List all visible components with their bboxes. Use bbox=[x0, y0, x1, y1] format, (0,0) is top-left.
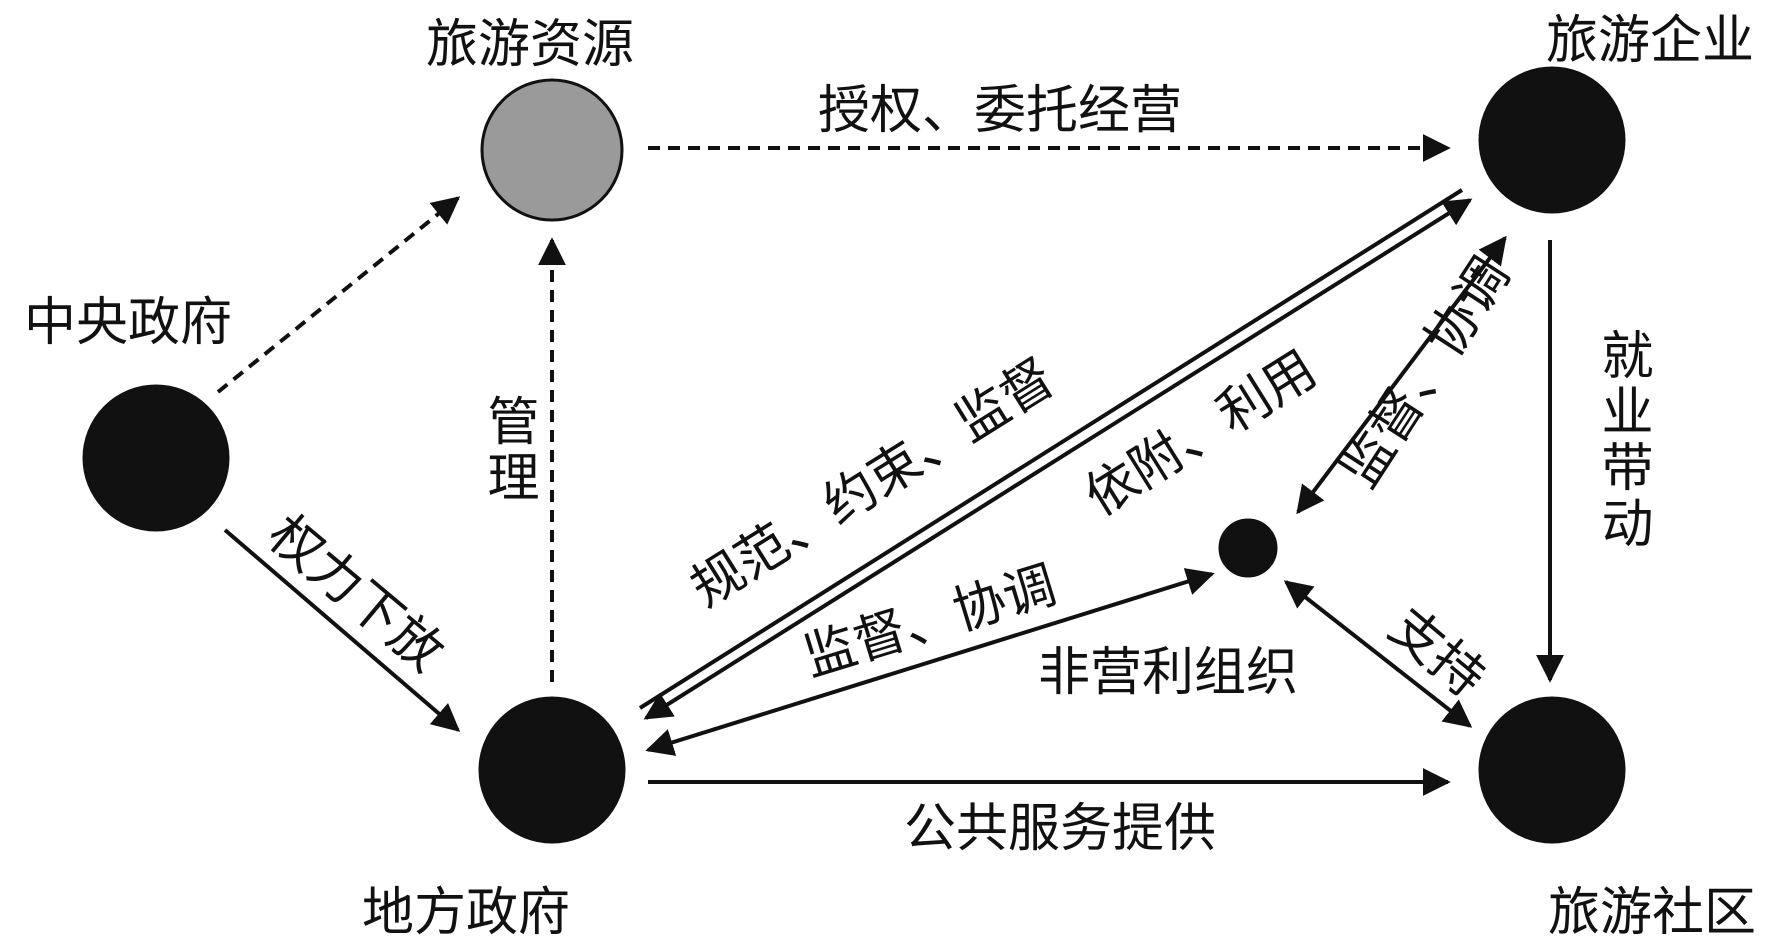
node-resource bbox=[480, 78, 624, 222]
node-enterprise bbox=[1478, 66, 1626, 214]
edge-authorize-label: 授权、委托经营 bbox=[818, 81, 1182, 141]
edge-regulate-second-line bbox=[638, 188, 1464, 710]
node-nonprofit bbox=[1218, 518, 1278, 578]
edge-manage-label: 管理 bbox=[478, 394, 538, 506]
node-community bbox=[1478, 696, 1626, 844]
node-enterprise-label: 旅游企业 bbox=[1546, 11, 1754, 71]
node-nonprofit-label: 非营利组织 bbox=[1038, 643, 1298, 703]
node-community-label: 旅游社区 bbox=[1548, 883, 1756, 943]
node-local bbox=[478, 696, 626, 844]
edge-central-to-resource-arrow bbox=[216, 196, 461, 394]
node-central-label: 中央政府 bbox=[24, 293, 232, 353]
edge-supervise-ent-arrow bbox=[1296, 235, 1507, 515]
edge-support-arrow bbox=[1283, 580, 1473, 728]
edge-supervise-np-label: 监督、协调 bbox=[797, 555, 1063, 688]
node-local-label: 地方政府 bbox=[362, 883, 570, 943]
edge-delegate-label: 权力下放 bbox=[257, 504, 455, 684]
node-resource-label: 旅游资源 bbox=[426, 15, 634, 75]
edge-delegate-arrow bbox=[223, 528, 461, 732]
edge-support-label: 支持 bbox=[1378, 597, 1496, 710]
edge-employment-label: 就业带动 bbox=[1592, 328, 1652, 552]
edge-public-service-label: 公共服务提供 bbox=[904, 799, 1216, 859]
edge-supervise-np-arrow bbox=[645, 568, 1215, 756]
edge-supervise-ent-label: 监督、协调 bbox=[1330, 247, 1522, 498]
node-central bbox=[82, 384, 230, 532]
